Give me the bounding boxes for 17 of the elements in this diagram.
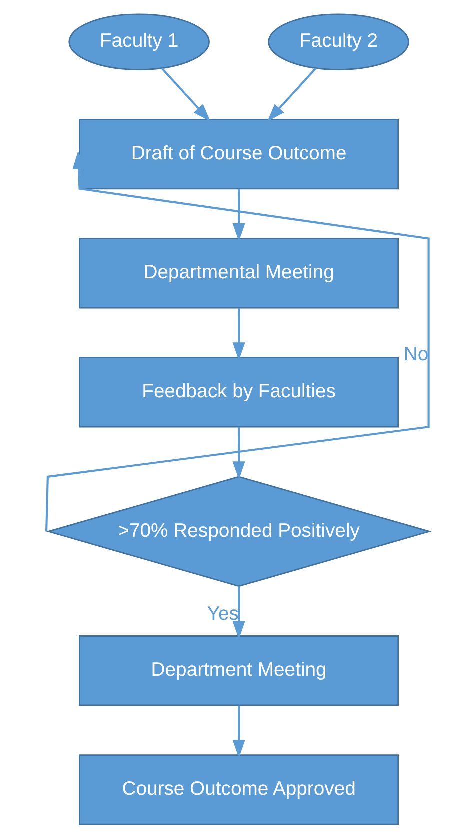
node-box: Course Outcome Approved <box>78 754 399 826</box>
edge-label: No <box>403 344 428 366</box>
arrow <box>160 68 210 122</box>
node-box: Draft of Course Outcome <box>78 118 399 190</box>
arrow <box>266 68 316 122</box>
node-box: Departmental Meeting <box>78 238 399 309</box>
arrow <box>232 427 245 480</box>
arrow <box>232 189 245 242</box>
node-box: Feedback by Faculties <box>78 357 399 428</box>
node-diamond: >70% Responded Positively <box>46 476 432 588</box>
node-ellipse: Faculty 1 <box>68 14 210 70</box>
arrow <box>232 706 245 758</box>
arrow <box>232 308 245 361</box>
arrow <box>232 586 245 640</box>
node-ellipse: Faculty 2 <box>268 14 409 70</box>
arrow <box>45 151 430 532</box>
node-box: Department Meeting <box>78 636 399 706</box>
